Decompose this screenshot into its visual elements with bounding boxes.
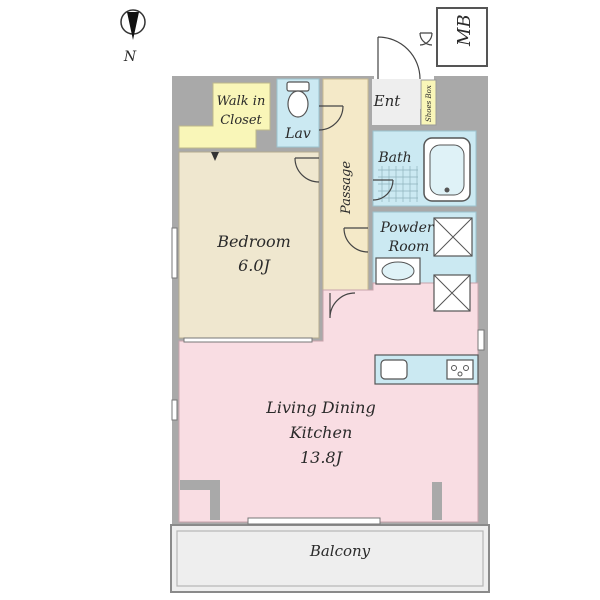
balcony-label: Balcony: [309, 542, 371, 560]
bath-tiles: [378, 166, 418, 202]
windows: [171, 227, 485, 525]
shoes-box-door: [419, 32, 433, 46]
kitchen-sink-icon: [380, 359, 408, 380]
lav-label: Lav: [284, 126, 311, 142]
fixtures: [286, 81, 479, 385]
meter-box-label: MB: [454, 14, 475, 47]
ldk-label-2: Kitchen: [289, 423, 353, 442]
compass-needle-icon: [127, 12, 139, 40]
walk-in-closet-label: Walk in: [217, 94, 266, 109]
doors: [294, 32, 433, 319]
bedroom-label: Bedroom: [216, 232, 291, 251]
powder-room-door: [343, 227, 369, 253]
toilet-icon: [286, 81, 310, 118]
stove-icon: [446, 359, 474, 380]
wall-notches: [180, 480, 442, 520]
powder-room-label-2: Room: [388, 239, 430, 255]
walk-in-closet-label-2: Closet: [220, 113, 262, 128]
ldk-label: Living Dining: [265, 398, 375, 417]
front-door: [377, 36, 421, 80]
ldk-size: 13.8J: [300, 448, 344, 467]
passage-floor: [322, 78, 369, 291]
lav-door: [318, 105, 344, 131]
refrigerator-space-icon: [433, 274, 471, 312]
wash-basin-icon: [375, 257, 421, 285]
powder-room-label: Powder: [379, 220, 435, 236]
compass-label: N: [123, 49, 137, 65]
bedroom-size: 6.0J: [238, 256, 271, 275]
entrance-label: Ent: [373, 92, 402, 110]
meter-box: MB: [436, 7, 488, 67]
bedroom-door: [294, 157, 320, 183]
shoes-box: [420, 79, 437, 126]
passage-label: Passage: [339, 161, 354, 215]
closet-door-icon: [211, 152, 219, 161]
compass: N: [120, 9, 146, 65]
walk-in-closet-floor: [178, 82, 271, 149]
room-labels: Walk in Closet Lav Ent Shoes Box Passage…: [216, 85, 435, 467]
ldk-door: [329, 292, 356, 319]
washing-machine-pan-icon: [433, 217, 473, 257]
entrance-floor: [372, 79, 420, 125]
bath-label: Bath: [377, 150, 411, 166]
bath-door: [372, 179, 394, 201]
bedroom-floor: [178, 151, 320, 339]
shoes-box-label: Shoes Box: [425, 85, 433, 122]
balcony: Balcony: [170, 524, 490, 593]
